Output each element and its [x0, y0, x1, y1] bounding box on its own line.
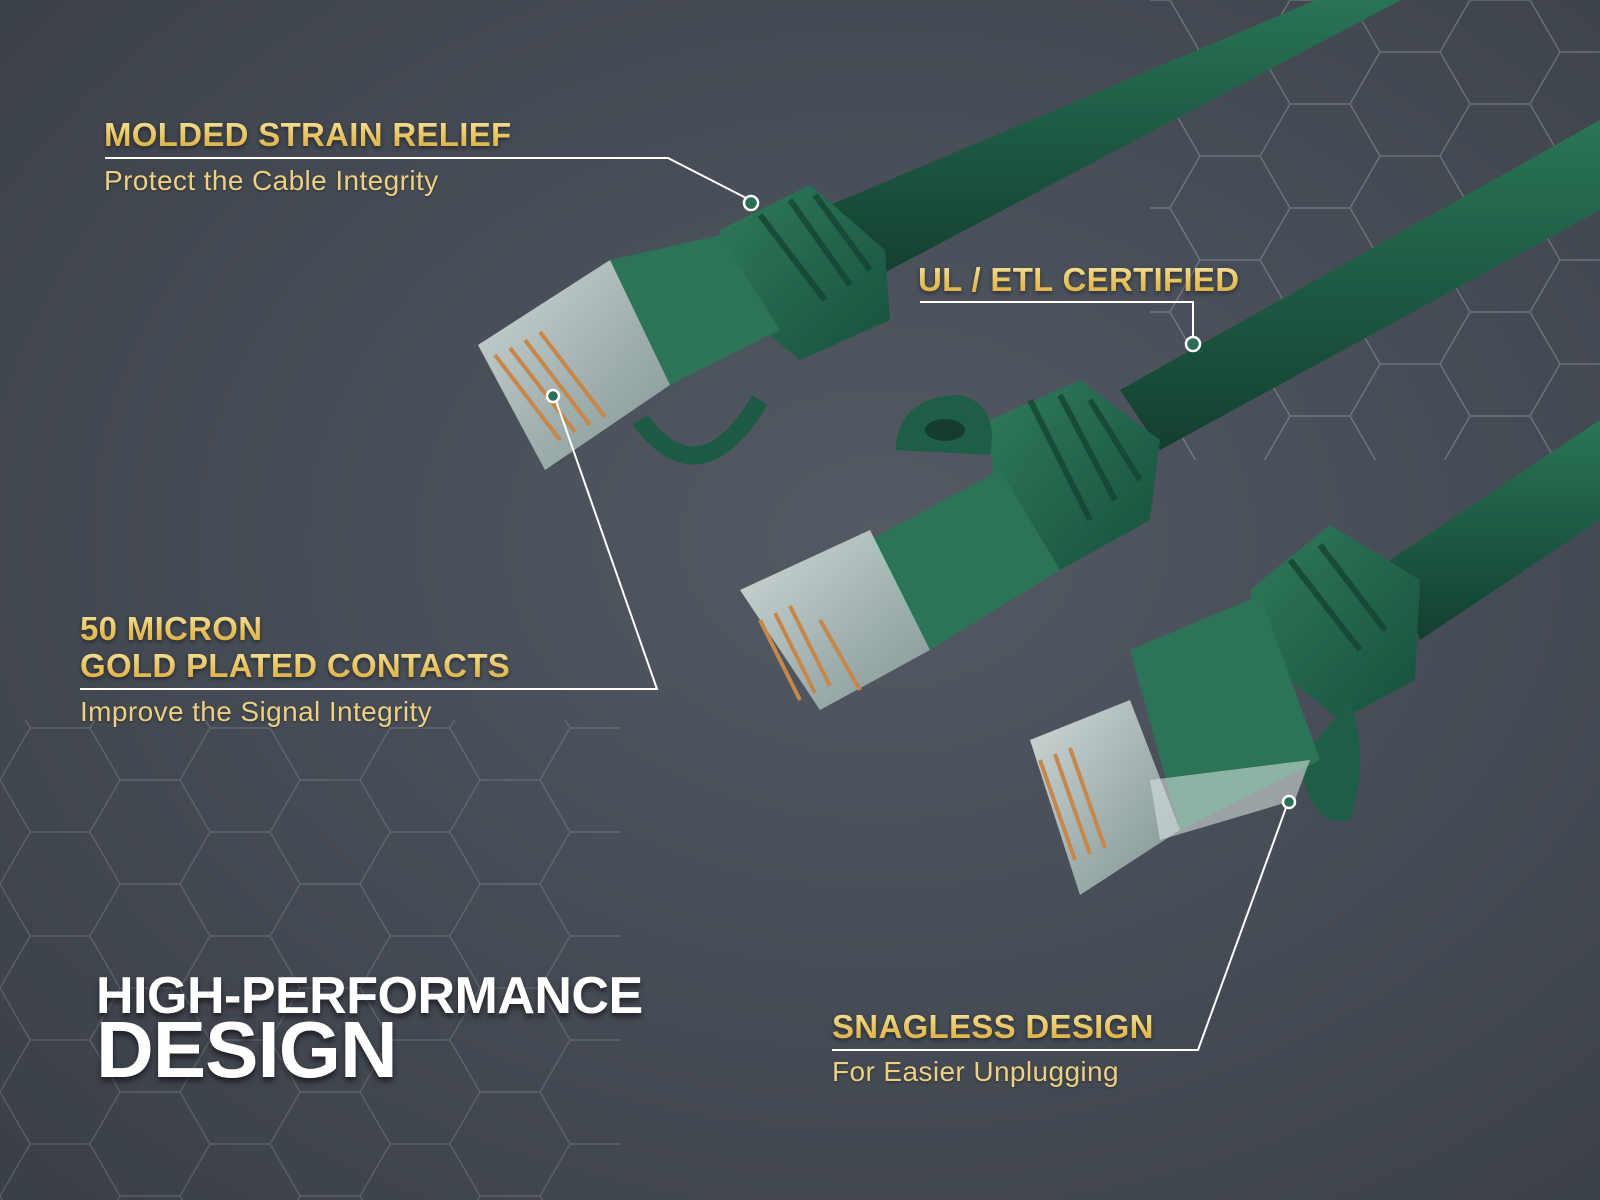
rj45-connector-icon: [740, 470, 1060, 710]
rj45-connector-icon: [1030, 595, 1320, 895]
callout-lines: [80, 157, 1288, 1051]
cable-3: [1030, 420, 1600, 895]
callout-strain-relief-subtitle: Protect the Cable Integrity: [104, 165, 439, 196]
ring-marker-icon: [545, 194, 1297, 810]
strain-relief-boot-2: [895, 380, 1160, 570]
callout-certified-headline: UL / ETL CERTIFIED: [918, 261, 1240, 298]
callout-snagless-headline: SNAGLESS DESIGN: [832, 1008, 1154, 1045]
page-title-line2: DESIGN: [96, 1005, 398, 1094]
cable-1: [478, 0, 1402, 470]
cable-2: [740, 120, 1600, 710]
callout-gold-contacts-headline-line1: 50 MICRON: [80, 610, 263, 647]
rj45-connector-icon: [478, 235, 780, 470]
callout-snagless-subtitle: For Easier Unplugging: [832, 1056, 1119, 1087]
callout-strain-relief-headline: MOLDED STRAIN RELIEF: [104, 116, 512, 153]
page-title-line1: HIGH-PERFORMANCE: [96, 967, 643, 1025]
strain-relief-boot-3: [1250, 525, 1420, 822]
callout-gold-contacts-headline-line2: GOLD PLATED CONTACTS: [80, 647, 511, 684]
callout-gold-contacts-subtitle: Improve the Signal Integrity: [80, 696, 433, 727]
